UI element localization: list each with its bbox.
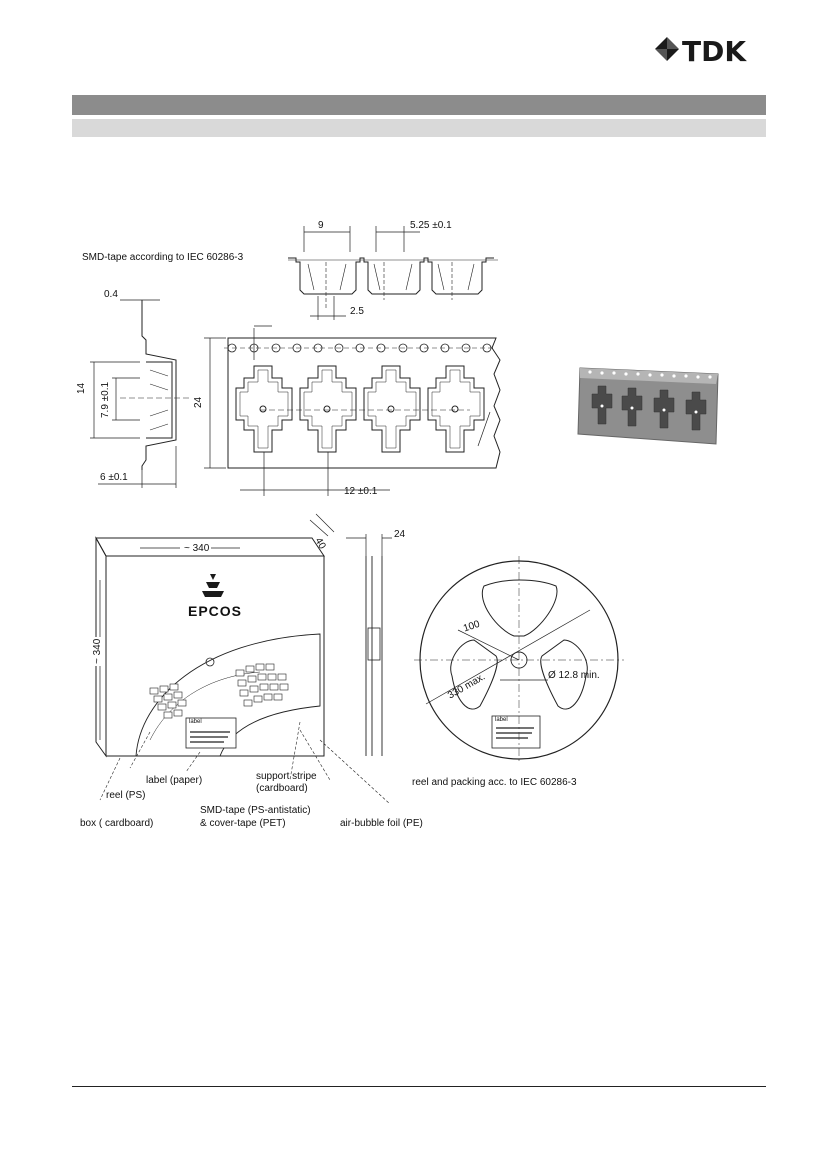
legend-air-bubble: air-bubble foil (PE) [340,818,423,829]
dim-bottom-left: 6 ±0.1 [100,472,128,483]
tdk-logo: TDK [652,34,770,68]
dim-top-right: 5.25 ±0.1 [410,220,452,231]
reel-side-view [346,534,392,756]
footer-rule [72,1086,766,1087]
tape-title: SMD-tape according to IEC 60286-3 [82,252,244,263]
tdk-triangles-icon [655,37,679,61]
reel-dim-width: 24 [394,529,406,540]
reel-label-text: label [495,717,508,723]
dim-hole: 2.5 [350,306,364,317]
header-band-light [72,119,766,137]
legend-reel-ps: reel (PS) [106,790,146,801]
dim-pitch-12: 12 ±0.1 [344,486,378,497]
dim-thickness: 0.4 [104,289,118,300]
legend-support-stripe-1: support stripe [256,771,317,782]
tape-cross-section [288,226,498,320]
box-label-text: label [189,719,202,725]
legend-support-stripe-2: (cardboard) [256,783,308,794]
dim-pitch-top: 9 [318,220,324,231]
legend-smd-tape-2: & cover-tape (PET) [200,818,286,829]
reel-front-view [414,556,624,764]
box-dim-height: ~ 340 [92,636,104,666]
legend-reel-packing: reel and packing acc. to IEC 60286-3 [412,777,577,788]
dim-width-24: 24 [193,396,204,408]
tape-top-view [204,325,501,496]
epcos-logo-icon [202,574,224,597]
header-band-dark [72,95,766,115]
reel-dim-hub: Ø 12.8 min. [548,670,600,681]
legend-label-paper: label (paper) [146,775,203,786]
logo-text: TDK [682,35,747,68]
tape-3d-image [577,367,719,445]
tape-side-profile [90,299,190,488]
box-dim-width: ~ 340 [182,543,212,555]
legend-smd-tape-1: SMD-tape (PS-antistatic) [200,805,311,816]
legend-box-cardboard: box ( cardboard) [80,818,154,829]
packing-box [95,513,391,805]
dim-height-14: 14 [76,382,87,394]
epcos-brand: EPCOS [188,603,243,619]
dim-inner: 7.9 ±0.1 [100,381,111,418]
